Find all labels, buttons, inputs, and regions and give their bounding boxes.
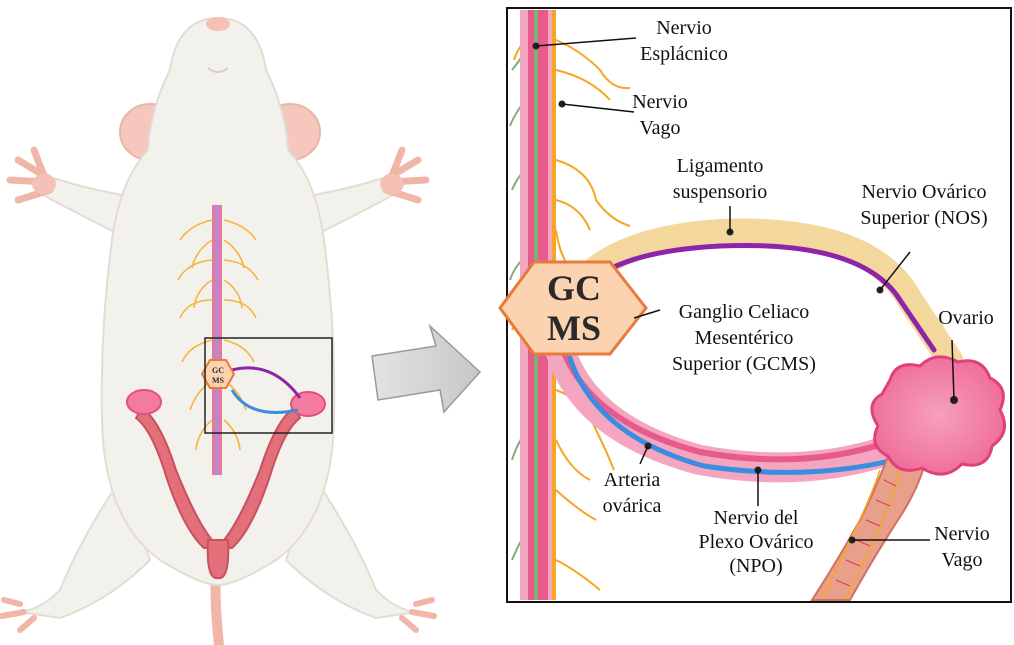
ganglion-text-line1: GC bbox=[547, 268, 601, 308]
label-ligament-2: suspensorio bbox=[673, 181, 767, 203]
label-ovarian-artery-2: ovárica bbox=[603, 495, 662, 517]
rat-left-ovary bbox=[127, 390, 161, 414]
ganglion-text-line2: MS bbox=[547, 308, 601, 348]
label-ligament-1: Ligamento bbox=[677, 155, 764, 177]
label-ovarian-artery-1: Arteria bbox=[604, 469, 661, 491]
rat-right-foot bbox=[402, 600, 434, 630]
rat-right-paw-pad bbox=[380, 174, 404, 194]
rat-illustration: GC MS bbox=[2, 17, 434, 645]
label-vagus-upper-1: Nervio bbox=[632, 91, 688, 113]
label-npo-1: Nervio del bbox=[714, 507, 799, 529]
label-vagus-lower-1: Nervio bbox=[934, 523, 990, 545]
rat-spinal-nerve bbox=[215, 205, 219, 475]
rat-ganglion-text-1: GC bbox=[212, 366, 224, 375]
label-ganglion-1: Ganglio Celiaco bbox=[679, 301, 810, 323]
label-npo-2: Plexo Ovárico bbox=[699, 531, 814, 553]
label-npo-3: (NPO) bbox=[729, 555, 782, 577]
label-ganglion-3: Superior (GCMS) bbox=[672, 353, 816, 375]
detail-panel: GC MS Nervio Esplácnico Nervio Vago Liga… bbox=[500, 8, 1011, 602]
label-vagus-upper-2: Vago bbox=[639, 117, 680, 139]
label-vagus-lower-2: Vago bbox=[941, 549, 982, 571]
rat-cervix bbox=[208, 540, 229, 578]
label-splanchnic-2: Esplácnico bbox=[640, 43, 728, 65]
rat-left-paw-pad bbox=[32, 174, 56, 194]
rat-right-ovary bbox=[291, 392, 325, 416]
label-splanchnic-1: Nervio bbox=[656, 17, 712, 39]
ovary bbox=[872, 357, 1005, 474]
rat-ganglion-text-2: MS bbox=[212, 376, 225, 385]
label-nos-1: Nervio Ovárico bbox=[862, 181, 987, 203]
label-ganglion-2: Mesentérico bbox=[695, 327, 794, 349]
label-nos-2: Superior (NOS) bbox=[860, 207, 987, 229]
zoom-arrow bbox=[372, 326, 480, 412]
label-ovary: Ovario bbox=[938, 307, 994, 329]
rat-left-foot bbox=[2, 600, 34, 630]
rat-nose bbox=[206, 17, 230, 31]
